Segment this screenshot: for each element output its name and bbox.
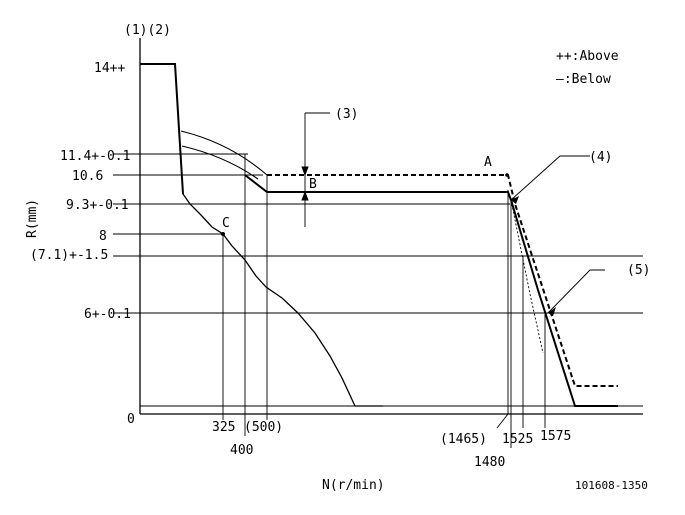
full-load-plateau-below: [244, 174, 618, 407]
callout-5: (5): [627, 263, 650, 278]
y-axis-title: R(mm): [25, 199, 40, 238]
callout-4: (4): [589, 150, 612, 165]
drawing-code: 101608-1350: [575, 479, 648, 492]
y-label-9-3: 9.3+-0.1: [66, 198, 129, 213]
arrow-5-head: [548, 307, 556, 316]
vertical-reference-lines: [222, 154, 546, 414]
x-axis-title: N(r/min): [322, 478, 385, 493]
point-b-label: B: [309, 177, 317, 192]
y-label-8: 8: [99, 229, 107, 244]
point-c-marker: [221, 232, 225, 236]
legend-above: ++:Above: [556, 49, 619, 64]
full-load-curve-above: [267, 174, 618, 387]
arrow-4-head: [511, 196, 519, 204]
callout-3: (3): [335, 107, 358, 122]
lower-governing-curve: [174, 63, 383, 407]
x-label-1465: (1465): [440, 432, 487, 447]
middle-tolerance-curve: [181, 145, 259, 180]
x-label-1480: 1480: [474, 455, 505, 470]
y-label-11-4: 11.4+-0.1: [60, 149, 130, 164]
point-c-label: C: [222, 216, 230, 231]
legend-below: —:Below: [556, 72, 611, 87]
y-label-14: 14++: [94, 61, 125, 76]
dimension-b: [301, 113, 309, 227]
x-label-400: 400: [230, 443, 253, 458]
x-label-500: (500): [244, 420, 283, 435]
droop-dotted-line: [510, 199, 544, 354]
y-label-10-6: 10.6: [72, 169, 103, 184]
horizontal-reference-lines: [113, 153, 643, 407]
point-a-label: A: [484, 155, 492, 170]
x-label-1525: 1525: [502, 432, 533, 447]
upper-tolerance-curve: [180, 130, 268, 176]
point-a-marker: [505, 173, 509, 177]
x-label-1575: 1575: [540, 429, 571, 444]
y-label-7-1: (7.1)+-1.5: [30, 248, 108, 263]
header-refs: (1)(2): [124, 23, 171, 38]
full-load-curve-below: [140, 63, 184, 195]
y-label-6: 6+-0.1: [84, 307, 131, 322]
x-dimension-ticks: [222, 413, 546, 448]
origin-label: 0: [127, 412, 135, 427]
callout-leaders: [305, 112, 605, 314]
x-label-325: 325: [212, 420, 235, 435]
